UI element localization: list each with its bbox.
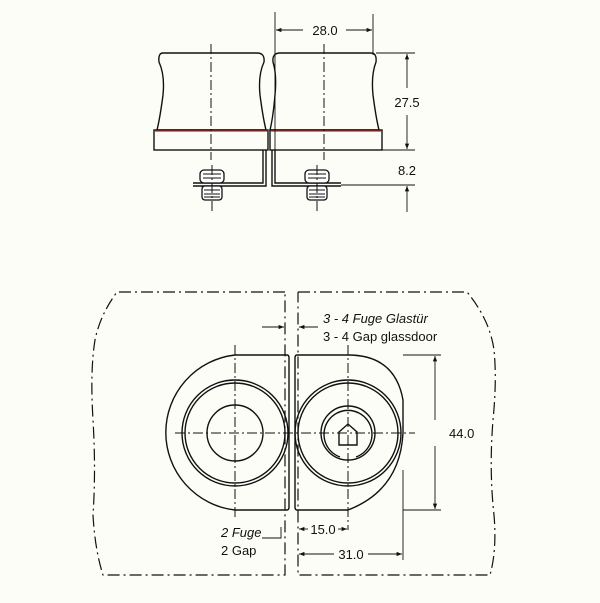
- gap-label-en: 3 - 4 Gap glassdoor: [323, 329, 438, 344]
- gap-indicator: 3 - 4 Fuge Glastür 3 - 4 Gap glassdoor: [262, 311, 438, 344]
- small-gap-label-de: 2 Fuge: [220, 525, 261, 540]
- gap-label-de: 3 - 4 Fuge Glastür: [323, 311, 428, 326]
- dimension-depth: 31.0: [299, 470, 404, 562]
- dim-31-label: 31.0: [338, 547, 363, 562]
- small-gap-indicator: 2 Fuge 2 Gap: [220, 525, 282, 558]
- dimension-height-top: 27.5: [376, 52, 420, 151]
- nut-left: [199, 165, 225, 212]
- nut-right: [304, 165, 330, 212]
- knob-right-front: [294, 345, 404, 530]
- glass-door-right: [297, 291, 496, 576]
- front-view: 3 - 4 Fuge Glastür 3 - 4 Gap glassdoor 4…: [91, 291, 496, 576]
- top-view: 28.0 27.5 8.2: [153, 12, 420, 212]
- dimension-base: 8.2: [341, 163, 416, 212]
- knob-right-side: [269, 44, 383, 160]
- knob-left-side: [153, 44, 269, 160]
- dim-15-label: 15.0: [310, 522, 335, 537]
- dimension-width: 28.0: [274, 12, 374, 150]
- keyhole-icon: [338, 423, 358, 446]
- dim-44-label: 44.0: [449, 426, 474, 441]
- dim-width-label: 28.0: [312, 23, 337, 38]
- dim-base-label: 8.2: [398, 163, 416, 178]
- small-gap-label-en: 2 Gap: [221, 543, 256, 558]
- dimension-center: 15.0: [299, 522, 347, 537]
- glass-door-left: [91, 291, 286, 576]
- dimension-height-front: 44.0: [403, 354, 474, 511]
- dim-height-label: 27.5: [394, 95, 419, 110]
